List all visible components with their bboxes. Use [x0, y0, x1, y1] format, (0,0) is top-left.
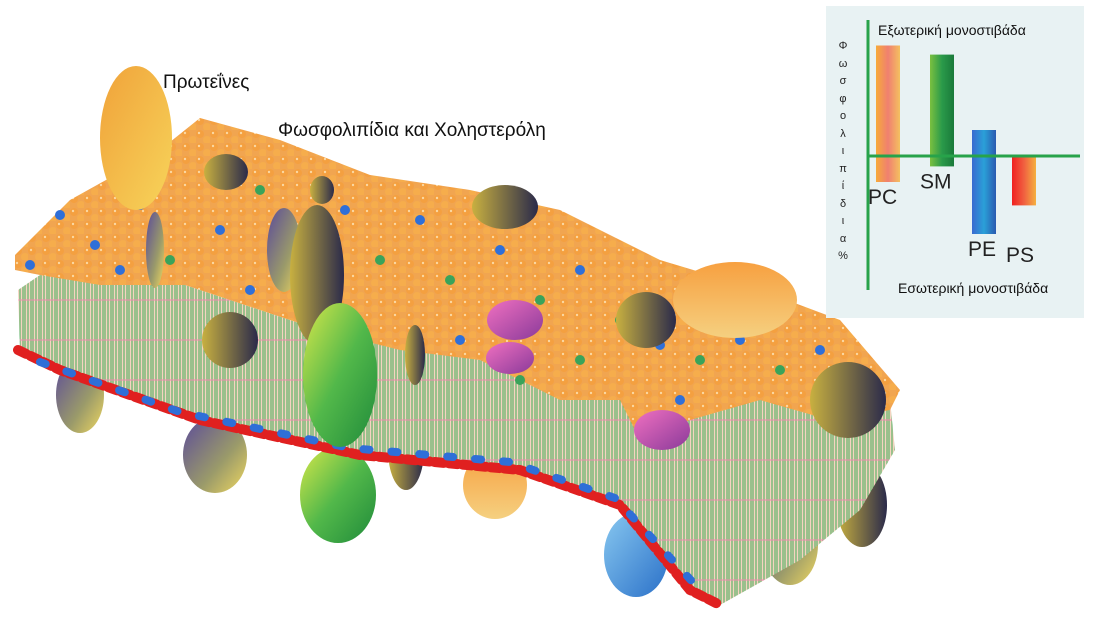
bar-ps: [1012, 156, 1036, 205]
protein-small-top: [310, 176, 334, 204]
phospholipids-cholesterol-label: Φωσφολιπίδια και Χοληστερόλη: [278, 120, 546, 142]
protein-peach-dome: [673, 262, 797, 338]
protein-pink: [487, 300, 543, 340]
protein-dark-2: [472, 185, 538, 229]
protein-purple-3: [486, 342, 534, 374]
phospholipid-distribution-chart: PC SM PE PS: [826, 6, 1084, 318]
bar-label-sm: SM: [920, 170, 952, 193]
protein-blue-small: [405, 325, 425, 385]
bar-pc: [876, 46, 900, 183]
bar-pe: [972, 130, 996, 234]
protein-green-big: [303, 303, 377, 447]
protein-dark-1: [204, 154, 248, 190]
bar-label-pc: PC: [868, 186, 897, 209]
chart-y-axis-label: Φωσφολιπίδια%: [836, 38, 850, 266]
proteins-label: Πρωτεΐνες: [163, 72, 249, 94]
chart-plot: PC SM PE PS: [826, 6, 1084, 318]
bar-label-ps: PS: [1006, 244, 1034, 267]
protein-purple-1: [146, 212, 164, 288]
protein-top-tall: [100, 66, 172, 210]
protein-dark-right: [810, 362, 886, 438]
bar-label-pe: PE: [968, 238, 996, 261]
inner-leaflet-label: Εσωτερική μονοστιβάδα: [898, 280, 1048, 296]
protein-purple-4: [634, 410, 690, 450]
outer-leaflet-label: Εξωτερική μονοστιβάδα: [878, 22, 1026, 38]
protein-dark-3: [616, 292, 676, 348]
protein-teal: [202, 312, 258, 368]
protein-lower-3: [300, 447, 376, 543]
bar-sm: [930, 55, 954, 167]
